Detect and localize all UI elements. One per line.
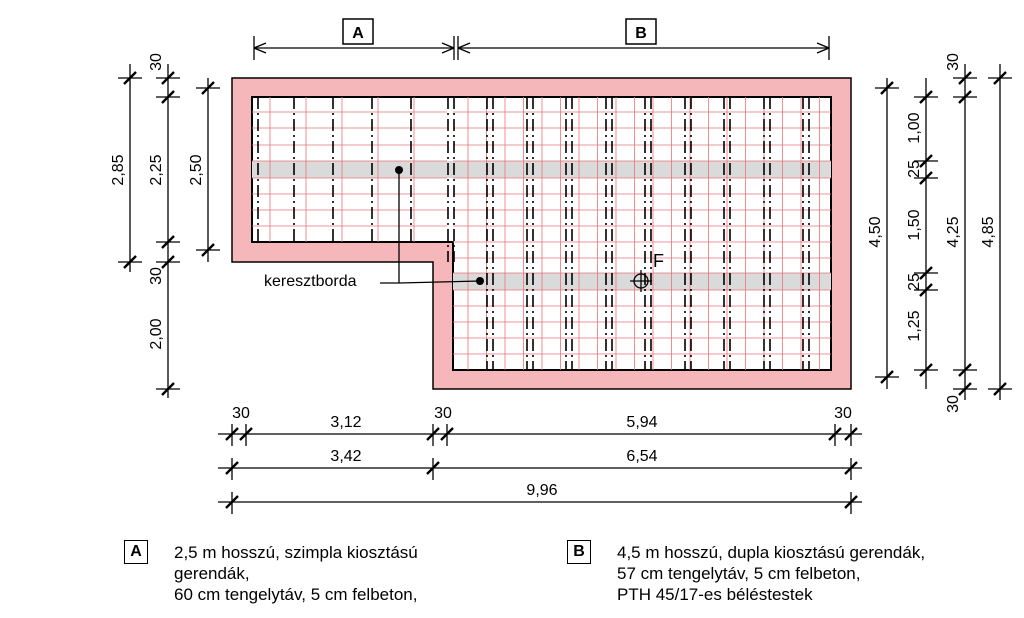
right-dim-100: 1,00 (906, 112, 923, 143)
bottom-dim-594: 5,94 (626, 414, 657, 431)
legend-a-key: A (124, 540, 148, 564)
right-dimension-lines (875, 64, 1012, 400)
legend-b-line-3: PTH 45/17-es béléstestek (617, 585, 813, 604)
legend-b-line-1: 4,5 m hosszú, dupla kiosztású gerendák, (617, 543, 926, 562)
left-dim-30-mid: 30 (148, 267, 165, 285)
left-dim-285: 2,85 (110, 154, 127, 185)
bottom-dim-30-c: 30 (834, 405, 852, 422)
point-f-label: F (653, 251, 664, 271)
legend-b-text: 4,5 m hosszú, dupla kiosztású gerendák, … (617, 542, 925, 605)
slab-inner-field (251, 96, 832, 371)
right-dim-125: 1,25 (906, 310, 923, 341)
right-dim-450: 4,50 (867, 216, 884, 247)
beam-lines (257, 97, 810, 370)
marker-b-dimension (457, 36, 830, 60)
bottom-dim-996: 9,96 (526, 482, 557, 499)
rib-pointer-dot-b (476, 277, 484, 285)
legend-b-key: B (567, 540, 591, 564)
bottom-dim-312: 3,12 (330, 414, 361, 431)
bottom-dim-654: 6,54 (626, 448, 657, 465)
right-dim-485: 4,85 (980, 216, 997, 247)
legend-a-line-1: 2,5 m hosszú, szimpla kiosztású (174, 543, 418, 562)
right-dim-30-bottom: 30 (945, 395, 962, 413)
right-dim-25-a: 25 (906, 160, 923, 178)
rib-label: keresztborda (264, 273, 357, 290)
bottom-dim-30-b: 30 (434, 405, 452, 422)
rib-label-bg (262, 270, 380, 290)
marker-a-box (342, 18, 374, 45)
rib-pointer-dot-a (395, 166, 403, 174)
bottom-dim-342: 3,42 (330, 448, 361, 465)
marker-a-dimension (253, 36, 455, 60)
legend-b-line-2: 57 cm tengelytáv, 5 cm felbeton, (617, 564, 861, 583)
left-dimension-lines (118, 64, 220, 398)
legend-a-text: 2,5 m hosszú, szimpla kiosztású gerendák… (174, 542, 418, 605)
right-dim-150: 1,50 (906, 209, 923, 240)
left-dim-200: 2,00 (148, 318, 165, 349)
left-dim-250: 2,50 (188, 154, 205, 185)
marker-b-box (625, 18, 657, 45)
marker-b-label: B (635, 25, 647, 42)
left-dim-30-top: 30 (148, 53, 165, 71)
right-dim-30-top: 30 (945, 53, 962, 71)
rib-band-a (252, 161, 831, 178)
marker-a-label: A (352, 25, 364, 42)
infill-grid (252, 97, 831, 370)
right-dim-425: 4,25 (945, 216, 962, 247)
bottom-dim-30-a: 30 (232, 405, 250, 422)
legend-a-line-3: 60 cm tengelytáv, 5 cm felbeton, (174, 585, 418, 604)
bottom-dimension-lines (218, 424, 862, 514)
right-dim-25-b: 25 (906, 273, 923, 291)
legend-a-line-2: gerendák, (174, 564, 250, 583)
left-dim-225: 2,25 (148, 154, 165, 185)
point-f-marker (630, 270, 652, 292)
